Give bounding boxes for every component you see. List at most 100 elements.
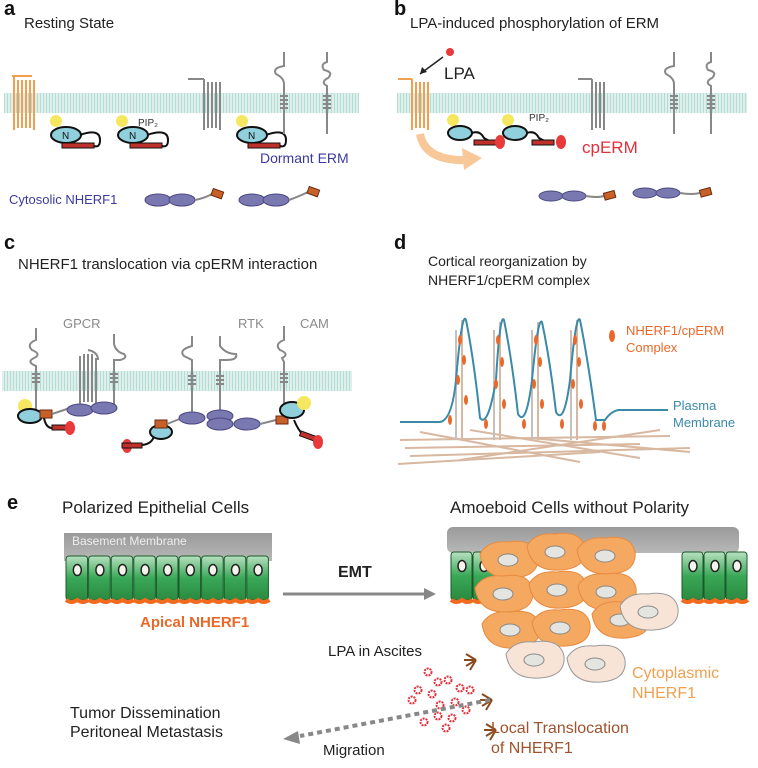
gpcr-orange-b [398,78,429,130]
lpa-particle [447,713,457,723]
membrane-b [397,93,747,113]
epithelial-cells-left [64,555,271,604]
epithelial-cell [724,551,750,604]
plasma-membrane-line2: Membrane [673,415,736,430]
receptor-c-2 [113,334,127,406]
amoeboid-cell-pale [619,592,679,631]
nherf1-cytosolic-1 [144,187,225,207]
svg-text:N: N [62,131,69,142]
actin-network [397,320,691,465]
basement-membrane-label: Basement Membrane [72,534,187,548]
epithelial-cell [200,555,226,604]
epithelial-cell [702,551,728,604]
panel-b-letter: b [394,0,407,20]
gpcr-gray-c [79,349,99,404]
epithelial-cell [449,551,475,604]
epithelial-cell [110,555,135,604]
panel-d-title-line2: NHERF1/cpERM complex [428,272,590,288]
receptor-b-2 [705,52,716,134]
phosphorylation-arrow-b [416,132,471,165]
lpa-particle [435,700,445,710]
receptor-a-1 [274,52,285,134]
lpa-particle [450,697,460,707]
pip2-label-b: PIP₂ [529,113,549,124]
amoeboid-cell [576,536,636,575]
outcome-line2: Peritoneal Metastasis [70,724,223,741]
lpa-particle [461,705,471,715]
complex-legend-marker [609,330,615,342]
epithelial-cell [64,555,90,604]
cytosolic-nherf1-label: Cytosolic NHERF1 [9,192,118,207]
gpcr-gray-b [578,78,605,130]
nherf1-cytosolic-2 [238,185,321,207]
epithelial-cell [680,551,706,604]
lpa-particle [413,685,423,695]
erm-dormant-1: N [50,115,102,149]
gpcr-orange-a [12,75,35,130]
amoeboid-cell [528,570,588,609]
lpa-molecule-b [446,48,454,56]
migration-arrow [299,698,491,738]
nherf1-cytosolic-b-2 [632,186,713,199]
erm-active-2 [502,114,566,149]
lpa-particle [441,723,451,733]
amoeboid-cell [531,608,591,647]
filopodia [464,653,477,671]
lpa-particle [433,677,443,687]
svg-text:N: N [248,131,255,142]
lpa-particle [423,667,433,677]
lpa-particles [407,667,475,733]
receptor-a-1-coil [280,95,288,109]
panel-c-title: NHERF1 translocation via cpERM interacti… [18,256,318,273]
complex-c-middle [121,409,277,453]
amoeboid-title: Amoeboid Cells without Polarity [450,498,690,517]
panel-d-letter: d [394,232,407,254]
lpa-particle [407,695,417,705]
erm-dormant-2: N [116,115,170,149]
dormant-erm-label: Dormant ERM [260,150,349,166]
rtk-label: RTK [238,316,264,331]
panel-c-graphics [2,326,352,453]
amoeboid-cell [474,574,534,613]
epithelial-cell [245,555,271,604]
panel-e-letter: e [7,492,19,514]
plasma-membrane-line1: Plasma [673,398,717,413]
lpa-particle [419,717,429,727]
panel-a-letter: a [4,0,16,20]
epithelial-cell [132,555,158,604]
cperm-label: cpERM [582,138,638,157]
receptor-a-2-coil [323,95,331,109]
complex-c-right [275,396,323,449]
nherf1-cytosolic-b-1 [538,189,617,202]
membrane-c [2,371,352,391]
receptor-c-3 [181,336,193,416]
gpcr-gray-a [188,78,221,130]
erm-active-1 [447,114,505,149]
svg-text:N: N [129,131,136,142]
amoeboid-cell-pale [566,644,626,683]
amoeboid-cells [464,532,679,741]
lpa-ascites-label: LPA in Ascites [328,643,422,660]
amoeboid-cell [577,572,637,611]
gpcr-label: GPCR [63,316,101,331]
receptor-a-2 [321,52,332,134]
lpa-label-b: LPA [444,64,475,83]
lpa-particle [443,675,453,685]
membrane-a [4,93,359,113]
lpa-particle [455,683,465,693]
panel-b-graphics [397,48,747,202]
complex-markers-d [448,335,606,431]
plasma-membrane-curve [400,317,668,423]
apical-nherf1-label: Apical NHERF1 [140,614,250,631]
panel-b-title: LPA-induced phosphorylation of ERM [410,15,660,32]
pip2-label-a: PIP₂ [138,118,158,129]
local-translocation-line2: of NHERF1 [491,740,573,757]
amoeboid-cell-pale [505,640,565,679]
lpa-particle [465,685,475,695]
erm-dormant-3: N [236,115,288,149]
complex-legend-line2: Complex [626,340,678,355]
epithelial-cell [87,555,113,604]
panel-a-title: Resting State [24,15,115,32]
complex-legend-line1: NHERF1/cpERM [626,323,725,338]
